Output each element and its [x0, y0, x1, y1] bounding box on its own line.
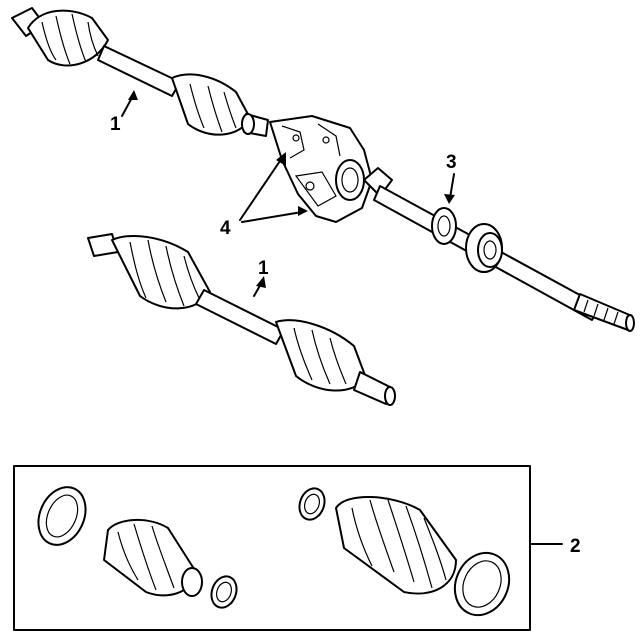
callout-1-upper: 1 — [110, 114, 121, 135]
callout-2: 2 — [570, 536, 581, 557]
callout-leaders — [121, 90, 563, 545]
callout-3: 3 — [446, 152, 457, 173]
callout-1-lower: 1 — [258, 258, 269, 279]
intermediate-shaft[interactable] — [363, 167, 635, 332]
boot-kit[interactable] — [13, 465, 531, 631]
callout-4: 4 — [220, 218, 231, 239]
support-bracket[interactable] — [269, 115, 373, 223]
upper-axle-shaft[interactable] — [11, 7, 269, 137]
lower-axle-shaft[interactable] — [87, 233, 396, 406]
